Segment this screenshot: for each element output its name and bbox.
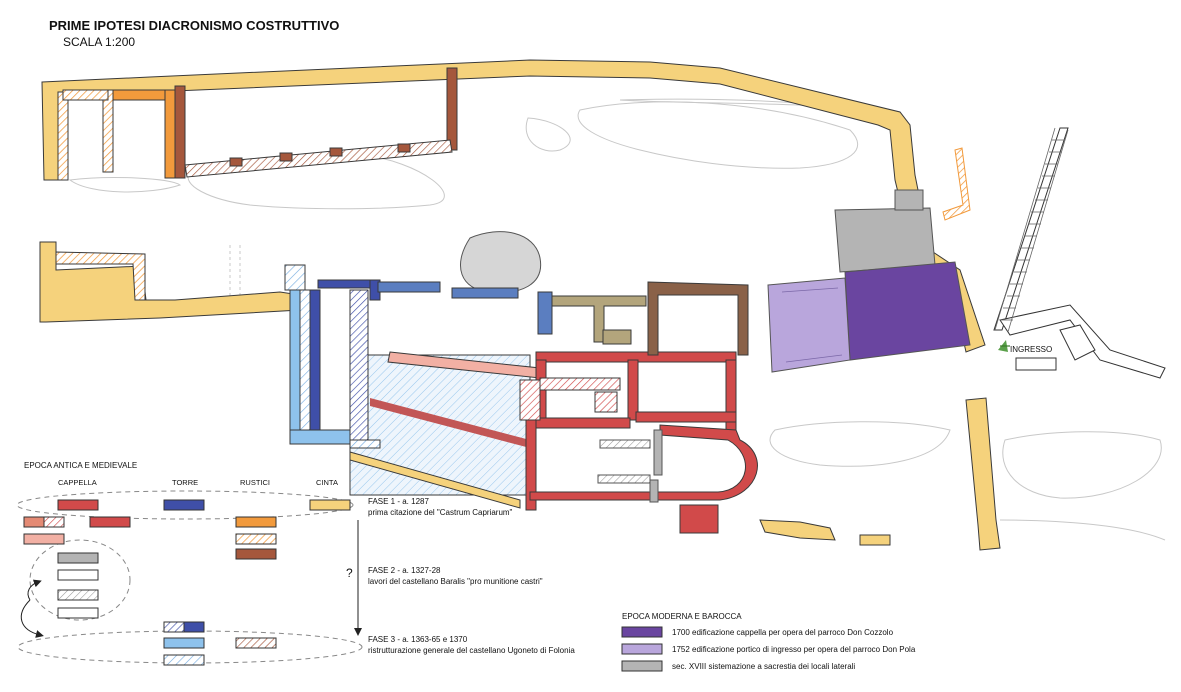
baroque-chapel <box>767 261 971 373</box>
legend-medieval <box>16 490 363 666</box>
legend-col-rustici: RUSTICI <box>240 478 270 487</box>
legend-swatch-1752 <box>621 643 663 655</box>
legend-col-cinta: CINTA <box>316 478 338 487</box>
entrance-label: INGRESSO <box>1010 345 1053 354</box>
phase-2-desc: lavori del castellano Baralis "pro munit… <box>368 577 543 586</box>
phase-3-desc: ristrutturazione generale del castellano… <box>368 646 575 655</box>
legend-modern-item-3: sec. XVIII sistemazione a sacrestia dei … <box>672 662 856 671</box>
phase-3-title: FASE 3 - a. 1363-65 e 1370 <box>368 635 468 644</box>
sacristy <box>597 189 936 503</box>
east-structures <box>942 127 1166 379</box>
legend-swatch-1700 <box>621 626 663 638</box>
phase-2-title: FASE 2 - a. 1327-28 <box>368 566 441 575</box>
legend-col-torre: TORRE <box>172 478 199 487</box>
entrance-arrow-icon <box>998 340 1010 352</box>
cinta-outer-wall <box>39 59 1001 551</box>
rustici-rooms <box>55 67 458 301</box>
scale-label: SCALA 1:200 <box>63 35 136 49</box>
entrance-ramp <box>994 127 1069 333</box>
legend-modern-item-2: 1752 edificazione portico di ingresso pe… <box>672 645 916 654</box>
legend-col-cappella: CAPPELLA <box>58 478 97 487</box>
legend-modern-item-1: 1700 edificazione cappella per opera del… <box>672 628 894 637</box>
question-mark: ? <box>346 566 353 580</box>
legend-swatch-xviii <box>621 660 663 672</box>
legend-medieval-heading: EPOCA ANTICA E MEDIEVALE <box>24 461 138 470</box>
rock-blob <box>460 231 542 294</box>
phase-1-title: FASE 1 - a. 1287 <box>368 497 429 506</box>
phase-1-desc: prima citazione del "Castrum Capriarum" <box>368 508 513 517</box>
torre-block <box>284 264 553 509</box>
page-title: PRIME IPOTESI DIACRONISMO COSTRUTTIVO <box>49 18 340 33</box>
legend-modern-heading: EPOCA MODERNA E BAROCCA <box>622 612 742 621</box>
legend-modern <box>621 626 663 672</box>
cappella-walls <box>387 351 758 534</box>
olive-rooms <box>551 281 749 356</box>
